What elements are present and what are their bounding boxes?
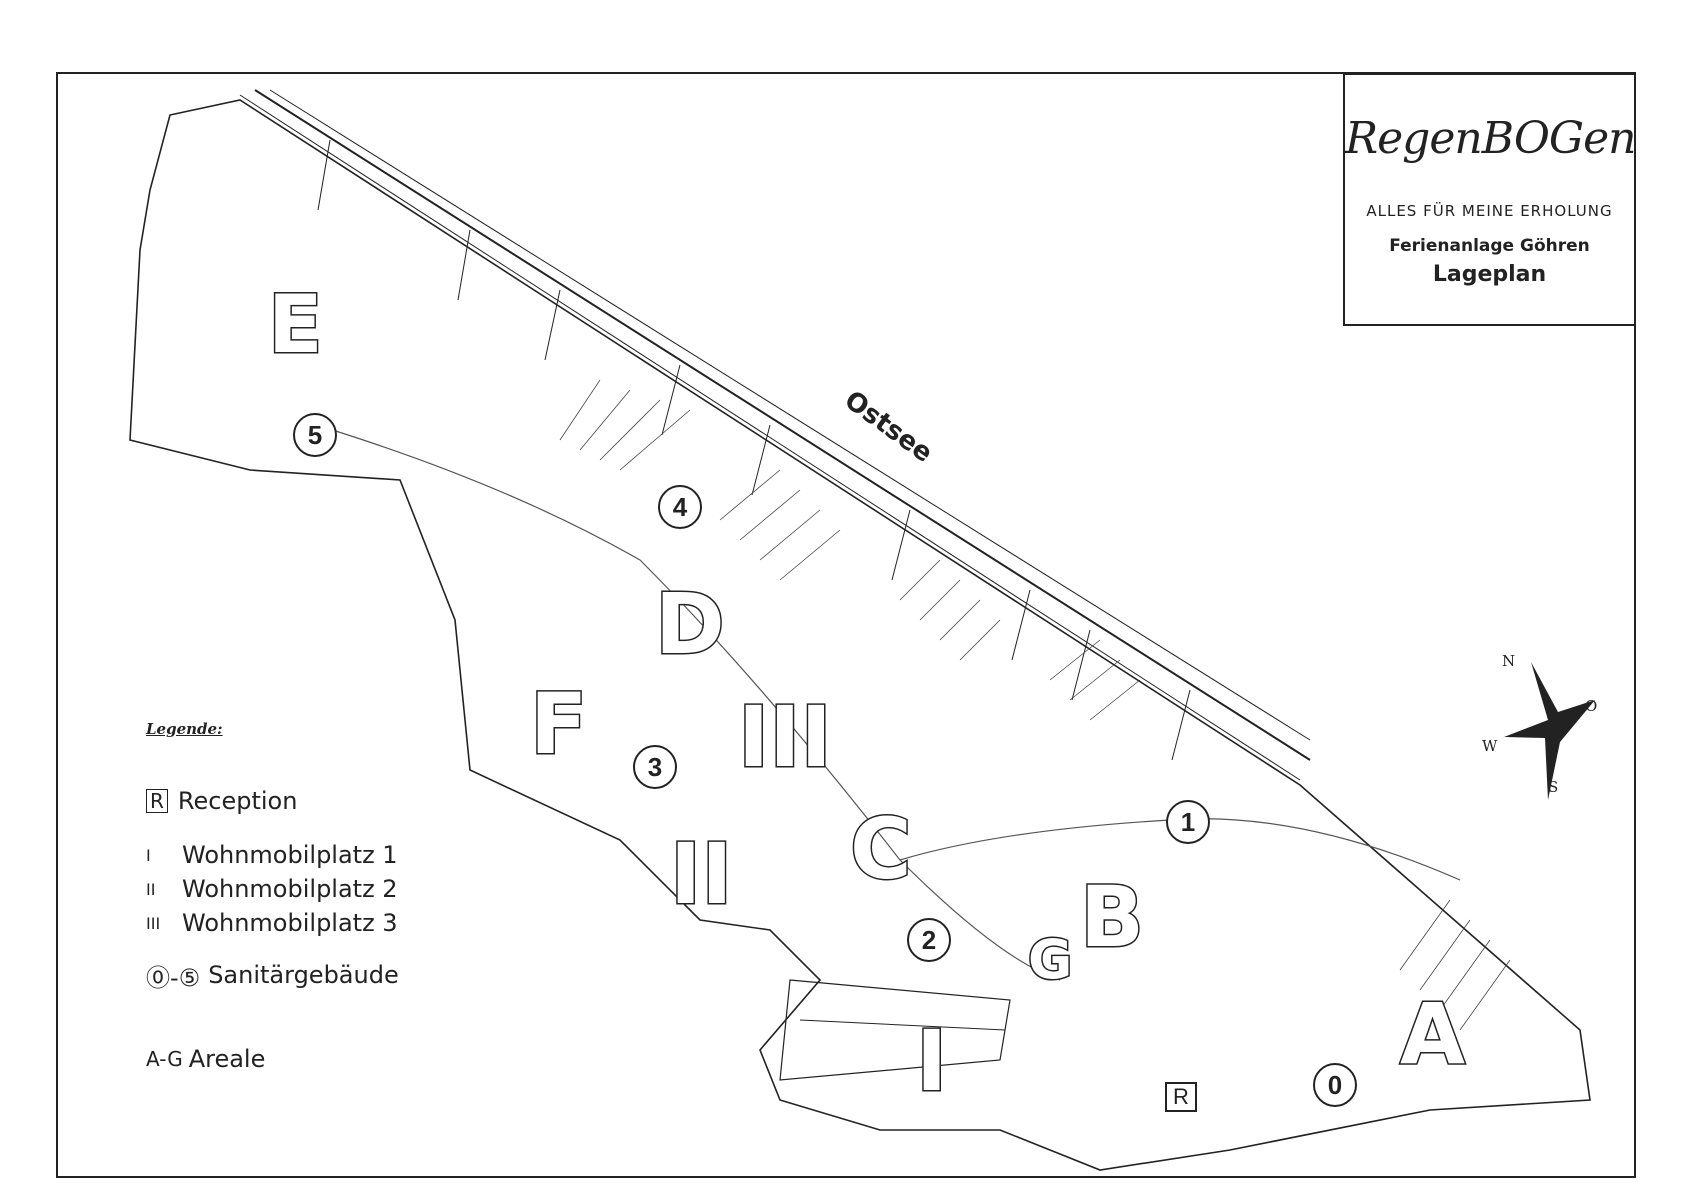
- sanitary-symbol: ⓪-⑤: [146, 963, 201, 992]
- compass-north: N: [1502, 652, 1516, 670]
- legend-item-sanitary: ⓪-⑤ Sanitärgebäude: [146, 958, 399, 992]
- area-b-label: B: [1078, 867, 1145, 968]
- area-a-label: A: [1398, 984, 1466, 1085]
- camper-site-1-label: I: [914, 1011, 948, 1112]
- legend-label: Wohnmobilplatz 3: [182, 909, 398, 937]
- legend: Legende: R Reception I Wohnmobilplatz 1 …: [146, 720, 399, 1076]
- areas-symbol: A-G: [146, 1047, 183, 1071]
- area-g-label: G: [1026, 927, 1073, 993]
- reception-marker: R: [1165, 1082, 1197, 1112]
- compass-east: O: [1585, 697, 1598, 715]
- brand-logo: RegenBOGen: [1345, 113, 1636, 164]
- camper-site-2-label: II: [669, 824, 734, 925]
- sanitary-1-marker: 1: [1166, 800, 1210, 844]
- camper-1-symbol: I: [146, 845, 151, 865]
- brand-subtitle: Ferienanlage Göhren: [1389, 236, 1590, 256]
- legend-item-camper-3: III Wohnmobilplatz 3: [146, 906, 399, 940]
- legend-label: Reception: [177, 787, 298, 815]
- area-e-label: E: [267, 277, 325, 373]
- legend-title: Legende:: [146, 720, 223, 738]
- legend-label: Sanitärgebäude: [208, 961, 399, 989]
- legend-label: Wohnmobilplatz 1: [182, 841, 398, 869]
- area-f-label: F: [528, 674, 588, 775]
- legend-label: Wohnmobilplatz 2: [182, 875, 398, 903]
- compass-west: W: [1482, 737, 1498, 755]
- camper-site-3-label: III: [737, 687, 834, 788]
- sanitary-2-marker: 2: [907, 918, 951, 962]
- area-d-label: D: [654, 574, 727, 675]
- brand-tagline: ALLES FÜR MEINE ERHOLUNG: [1366, 202, 1613, 220]
- area-c-label: C: [849, 799, 914, 900]
- sanitary-0-marker: 0: [1313, 1063, 1357, 1107]
- compass-rose: [1504, 662, 1595, 800]
- legend-label: Areale: [188, 1045, 266, 1073]
- compass-south: S: [1548, 778, 1559, 796]
- brand-box: RegenBOGen ALLES FÜR MEINE ERHOLUNG Feri…: [1343, 73, 1636, 326]
- sanitary-3-marker: 3: [633, 745, 677, 789]
- reception-symbol: R: [146, 789, 168, 813]
- camper-2-symbol: II: [146, 879, 156, 899]
- camper-3-symbol: III: [146, 913, 161, 933]
- legend-item-camper-1: I Wohnmobilplatz 1: [146, 838, 399, 872]
- map-frame: [56, 72, 1636, 1178]
- sanitary-5-marker: 5: [293, 413, 337, 457]
- sanitary-4-marker: 4: [658, 485, 702, 529]
- brand-title: Lageplan: [1432, 262, 1547, 287]
- legend-item-camper-2: II Wohnmobilplatz 2: [146, 872, 399, 906]
- legend-item-areas: A-G Areale: [146, 1042, 399, 1076]
- legend-item-reception: R Reception: [146, 784, 399, 818]
